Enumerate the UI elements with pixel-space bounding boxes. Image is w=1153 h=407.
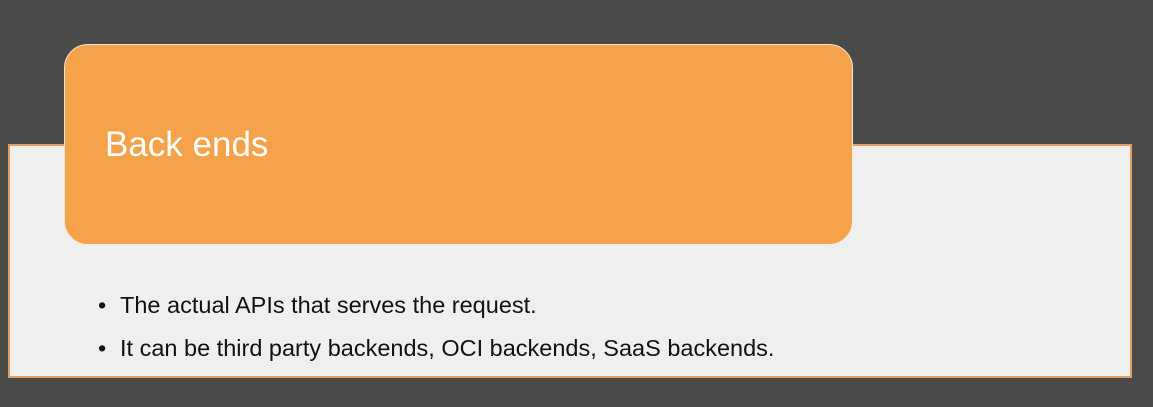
bullet-text: The actual APIs that serves the request. (120, 292, 537, 318)
bullet-text: It can be third party backends, OCI back… (120, 335, 775, 361)
header-box: Back ends (64, 44, 853, 245)
slide-title: Back ends (105, 125, 269, 164)
bullet-list: • The actual APIs that serves the request… (98, 284, 774, 370)
bullet-icon: • (98, 292, 107, 318)
list-item: • It can be third party backends, OCI bac… (98, 327, 774, 370)
list-item: • The actual APIs that serves the request… (98, 284, 774, 327)
bullet-icon: • (98, 335, 107, 361)
